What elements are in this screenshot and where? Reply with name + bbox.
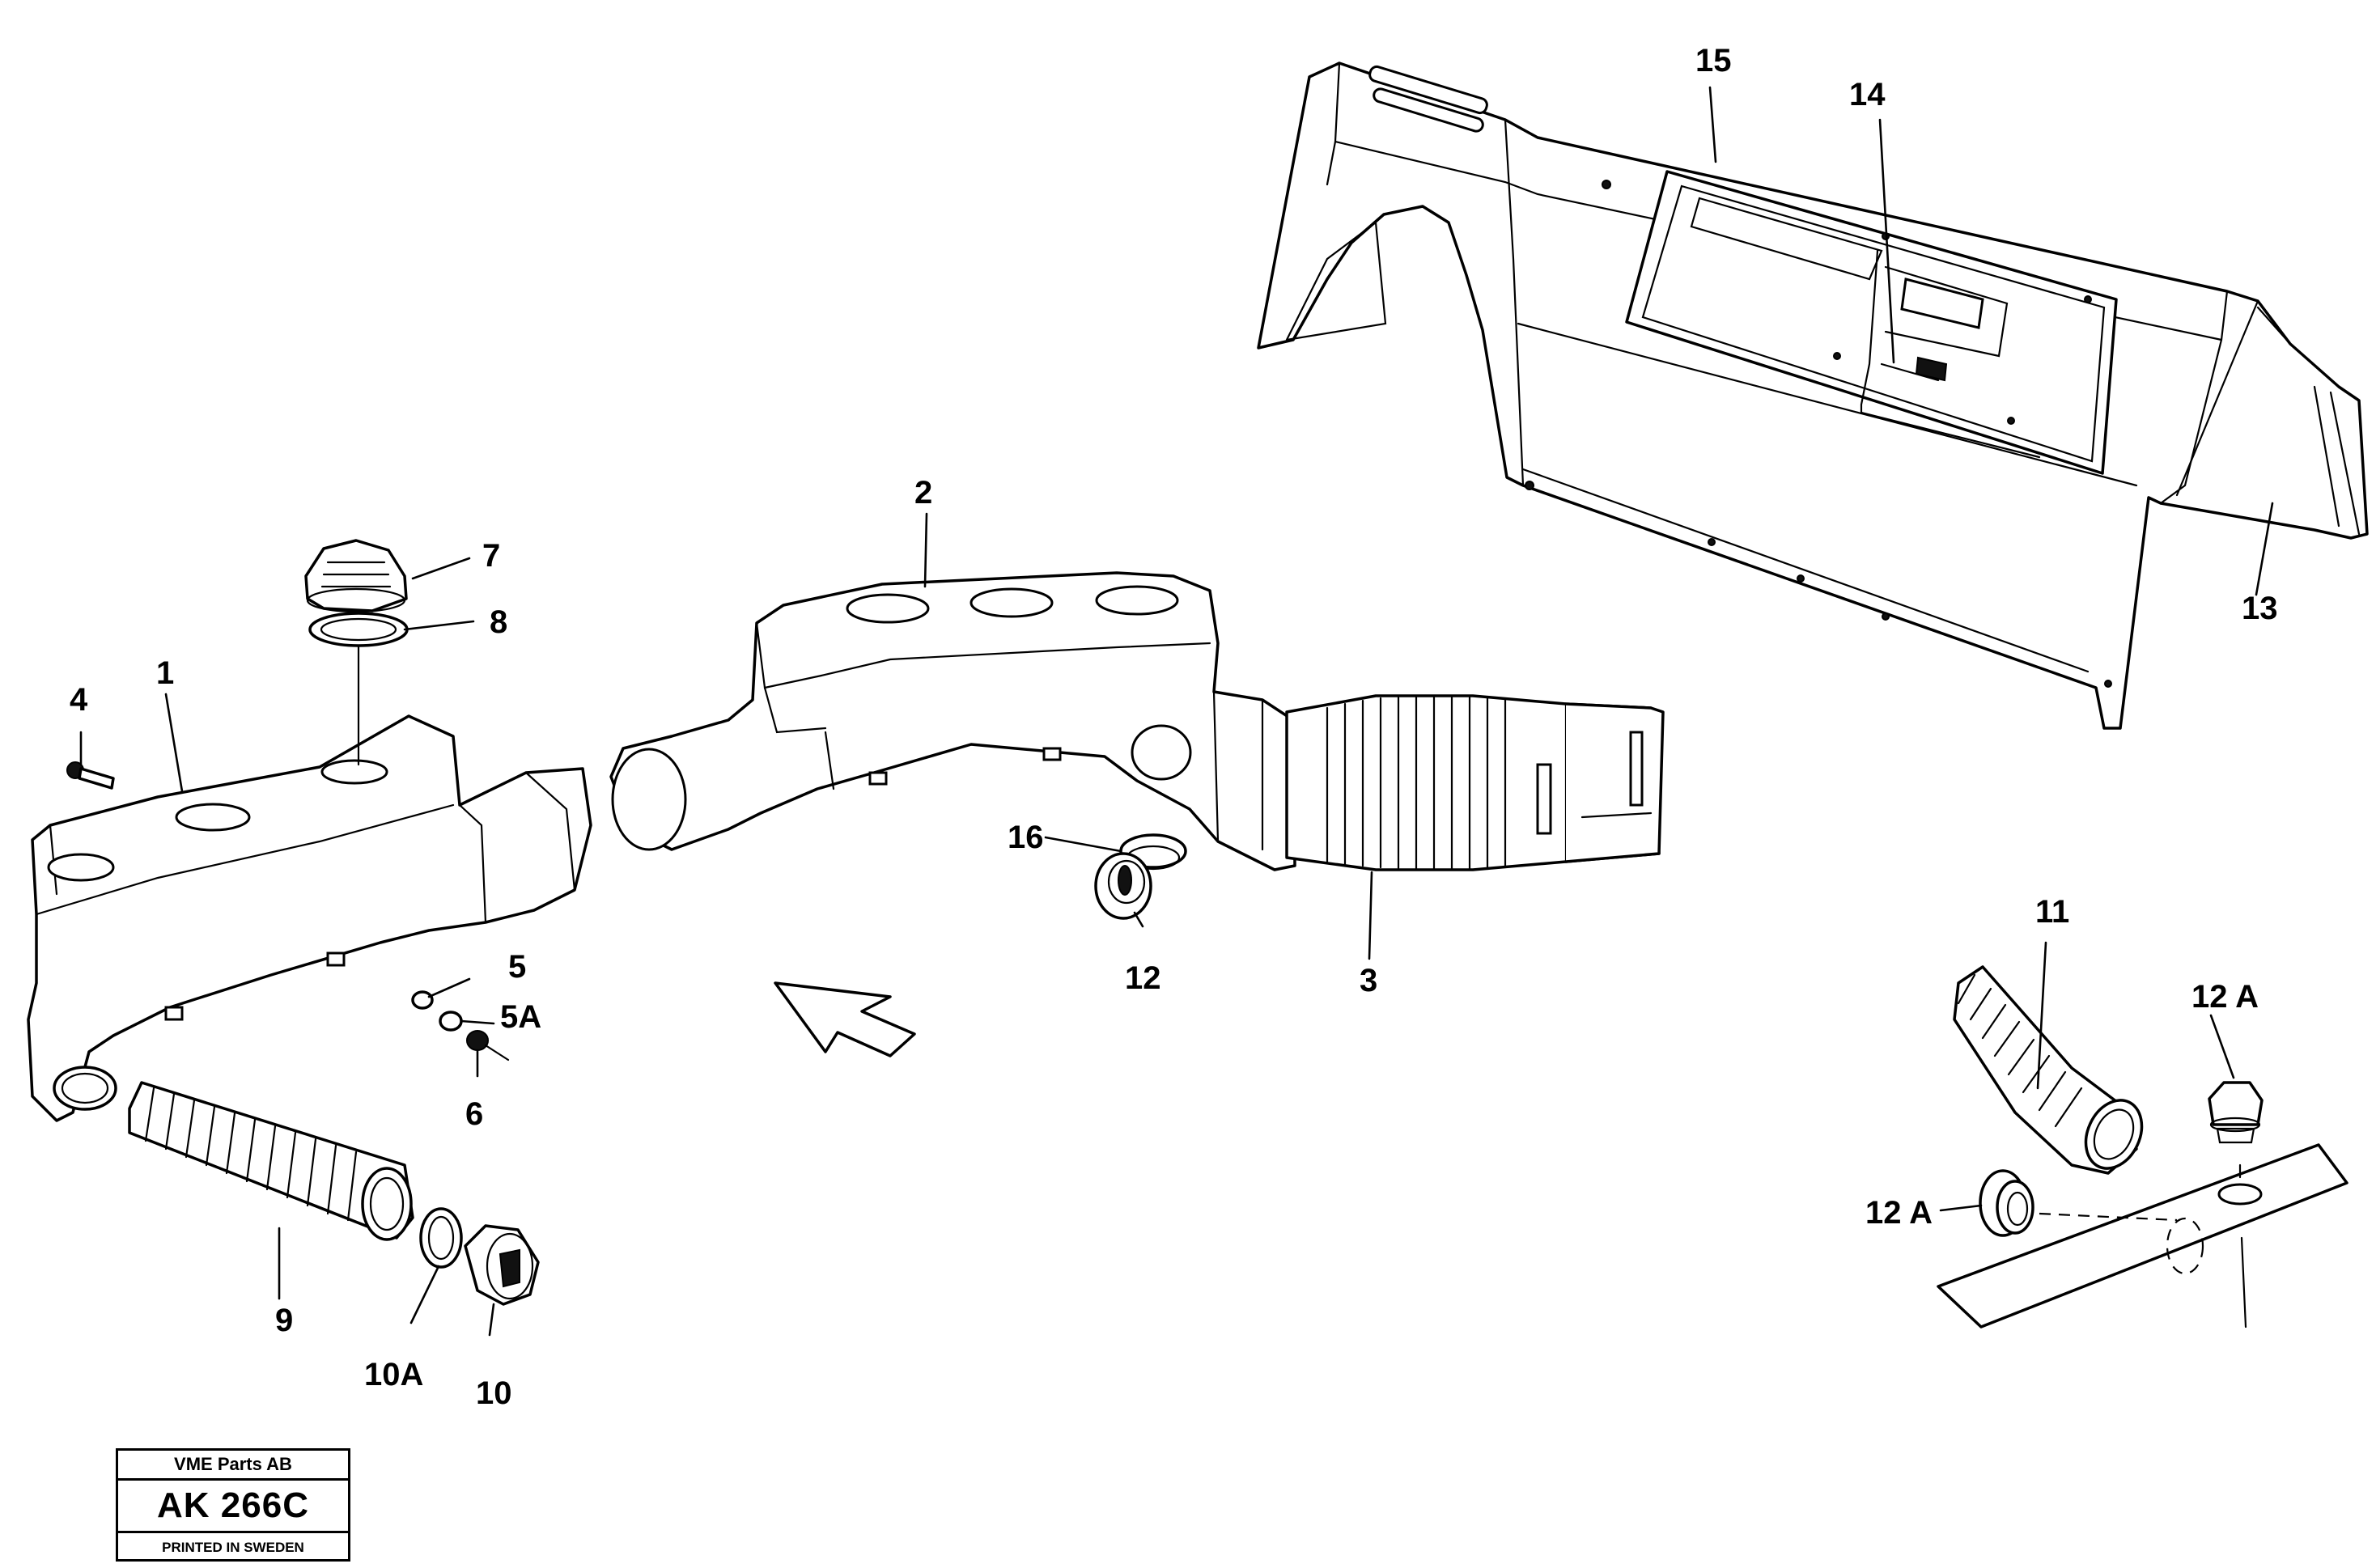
- nut-6: [466, 1030, 510, 1062]
- label-9: 9: [275, 1303, 293, 1338]
- leader-lines: [79, 86, 2274, 1337]
- title-stamp: VME Parts AB AK 266C PRINTED IN SWEDEN: [116, 1448, 350, 1562]
- grommet-12a-bottom: [1979, 1169, 2034, 1237]
- label-15: 15: [1695, 43, 1732, 78]
- label-1: 1: [156, 655, 174, 691]
- grommet-12a-top: [2208, 1081, 2264, 1144]
- label-12a-top: 12 A: [2191, 979, 2259, 1015]
- label-13: 13: [2242, 591, 2278, 626]
- nozzle-12: [1094, 852, 1152, 920]
- label-14: 14: [1849, 77, 1886, 112]
- washer-5a: [439, 1011, 463, 1032]
- mounting-plate: [1937, 1143, 2348, 1329]
- label-6: 6: [465, 1096, 483, 1132]
- dash-cover-panel: [1257, 61, 2369, 730]
- ring-10a: [419, 1207, 463, 1269]
- label-4: 4: [70, 682, 88, 718]
- label-7: 7: [482, 538, 500, 574]
- label-5a: 5A: [500, 999, 541, 1035]
- bellows-connector: [1285, 694, 1665, 871]
- label-2: 2: [914, 475, 932, 511]
- label-11: 11: [2035, 894, 2069, 930]
- stamp-code: AK 266C: [118, 1481, 348, 1533]
- screw-4: [66, 761, 115, 790]
- stamp-printed: PRINTED IN SWEDEN: [162, 1539, 304, 1555]
- hose-11: [1953, 965, 2144, 1175]
- nozzle-7: [304, 539, 408, 613]
- bellows-hose-9: [128, 1081, 414, 1241]
- label-12: 12: [1125, 960, 1161, 996]
- air-duct-lower: [27, 714, 592, 1122]
- label-10a: 10A: [364, 1357, 423, 1392]
- label-12a-bottom: 12 A: [1865, 1195, 1933, 1231]
- label-10: 10: [476, 1375, 512, 1411]
- callout-labels: 1 2 3 4 5 5A 6 7 8 9 10A 10 11 12 12 A 1…: [70, 43, 2278, 1411]
- label-5: 5: [508, 949, 526, 985]
- air-duct-upper: [609, 571, 1296, 871]
- label-8: 8: [490, 604, 507, 640]
- nozzle-10: [464, 1224, 540, 1306]
- seal-ring-8: [308, 612, 409, 766]
- label-3: 3: [1360, 963, 1377, 998]
- flow-arrow: [774, 981, 916, 1057]
- washer-5: [411, 990, 434, 1010]
- label-16: 16: [1008, 820, 1044, 855]
- stamp-company: VME Parts AB: [118, 1451, 348, 1481]
